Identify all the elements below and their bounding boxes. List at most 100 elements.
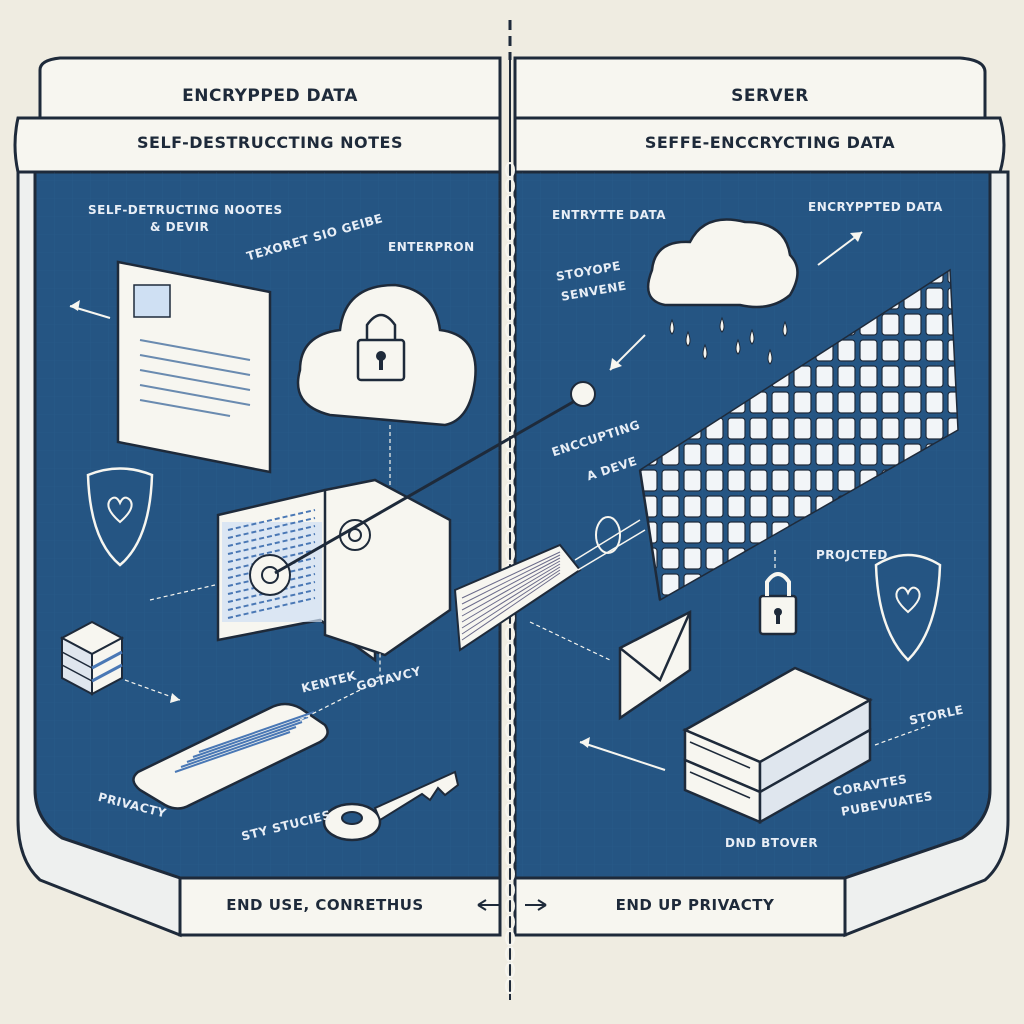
left-footer: END USE, CONRETHUS bbox=[226, 896, 424, 914]
envelope-icon bbox=[529, 609, 692, 721]
book-lock-icon bbox=[216, 381, 596, 663]
right-title: SERVER bbox=[731, 86, 809, 106]
chain-link bbox=[505, 258, 515, 274]
chain-link bbox=[505, 354, 515, 370]
funnel-line bbox=[461, 566, 561, 629]
chain-link bbox=[505, 722, 515, 738]
chain-link bbox=[505, 466, 515, 482]
tablet-text-line bbox=[180, 726, 297, 768]
chain-link bbox=[505, 770, 515, 786]
funnel-connector bbox=[453, 543, 582, 652]
chain-link bbox=[505, 946, 515, 962]
chain-link bbox=[505, 866, 515, 882]
cloud-lock-icon bbox=[296, 283, 477, 490]
raindrop bbox=[719, 316, 725, 333]
raindrop bbox=[749, 328, 755, 345]
chain-link bbox=[505, 418, 515, 434]
rain-cloud-icon bbox=[646, 218, 799, 365]
chain-link bbox=[505, 690, 515, 706]
book-text-line bbox=[227, 509, 316, 531]
raindrop bbox=[767, 348, 773, 365]
tablet-text-line bbox=[186, 721, 303, 763]
chain-link bbox=[505, 642, 515, 658]
chain-link bbox=[505, 882, 515, 898]
chain-link bbox=[505, 306, 515, 322]
chain-link bbox=[505, 802, 515, 818]
chain-link bbox=[505, 978, 515, 994]
funnel-line bbox=[461, 569, 561, 635]
book-text-line bbox=[227, 597, 316, 619]
funnel-line bbox=[461, 551, 561, 599]
tablet-text-line bbox=[174, 731, 291, 773]
funnel-line bbox=[461, 557, 561, 611]
chain-link bbox=[505, 898, 515, 914]
stack-icon bbox=[59, 620, 181, 703]
book-text-line bbox=[227, 517, 316, 539]
book-text-line bbox=[227, 541, 316, 563]
spark-icon bbox=[574, 516, 646, 571]
chain-link bbox=[505, 162, 515, 178]
chain-link bbox=[505, 210, 515, 226]
padlock-icon bbox=[758, 550, 798, 636]
chain-link bbox=[505, 962, 515, 978]
chain-link bbox=[505, 850, 515, 866]
chain-link bbox=[505, 834, 515, 850]
chain-link bbox=[505, 178, 515, 194]
chain-link bbox=[505, 338, 515, 354]
chain-link bbox=[505, 818, 515, 834]
book-text-line bbox=[227, 533, 316, 555]
label-notes-device-line1: SELF-DETRUCTING NOOTES bbox=[88, 203, 283, 217]
key-icon bbox=[322, 770, 460, 842]
raindrop bbox=[702, 343, 708, 360]
book-text-line bbox=[227, 589, 316, 611]
left-title: ENCRYPPED DATA bbox=[182, 86, 358, 106]
shield-heart-icon-right bbox=[874, 553, 942, 662]
tablet-icon bbox=[132, 702, 329, 810]
right-subtitle: SEFFE-ENCCRYCTING DATA bbox=[644, 133, 896, 152]
chain-link bbox=[505, 914, 515, 930]
chain-link bbox=[505, 498, 515, 514]
chain-link bbox=[505, 706, 515, 722]
raindrop bbox=[669, 318, 675, 335]
right-footer: END UP PRIVACTY bbox=[615, 896, 775, 914]
label-notes-device-line2: & DEVIR bbox=[150, 220, 210, 234]
chain-link bbox=[505, 930, 515, 946]
left-dashed-connectors bbox=[149, 584, 381, 721]
chain-link bbox=[505, 370, 515, 386]
funnel-line bbox=[461, 572, 561, 641]
chain-link bbox=[505, 242, 515, 258]
left-subtitle: SELF-DESTRUCCTING NOTES bbox=[137, 133, 403, 152]
funnel-line bbox=[461, 563, 561, 623]
label-enterpron: ENTERPRON bbox=[388, 240, 475, 254]
chain-link bbox=[505, 290, 515, 306]
chain-link bbox=[505, 658, 515, 674]
label-dnd-btover: DND BTOVER bbox=[725, 836, 819, 850]
funnel-line bbox=[461, 560, 561, 617]
chain-link bbox=[505, 274, 515, 290]
chain-link bbox=[505, 626, 515, 642]
left-panel bbox=[13, 56, 502, 938]
chain-link bbox=[505, 530, 515, 546]
chain-link bbox=[505, 674, 515, 690]
chain-link bbox=[505, 482, 515, 498]
chain-link bbox=[505, 546, 515, 562]
chain-link bbox=[505, 402, 515, 418]
label-projected: PROJCTED bbox=[816, 548, 888, 562]
document-icon bbox=[69, 260, 272, 474]
raindrop bbox=[685, 330, 691, 347]
funnel-line bbox=[461, 554, 561, 605]
raindrop bbox=[735, 338, 741, 355]
tablet-text-line bbox=[198, 711, 315, 753]
chain-link bbox=[505, 450, 515, 466]
brick-wall-icon bbox=[638, 268, 959, 602]
chain-link bbox=[505, 386, 515, 402]
chain-link bbox=[505, 226, 515, 242]
bidirectional-arrow-icon bbox=[477, 899, 547, 911]
server-icon bbox=[579, 666, 931, 825]
shield-heart-icon bbox=[86, 467, 154, 567]
arrow-icon bbox=[609, 231, 863, 371]
tablet-text-line bbox=[192, 716, 309, 758]
label-entrytte: ENTRYTTE DATA bbox=[552, 208, 667, 222]
chain-link bbox=[505, 786, 515, 802]
